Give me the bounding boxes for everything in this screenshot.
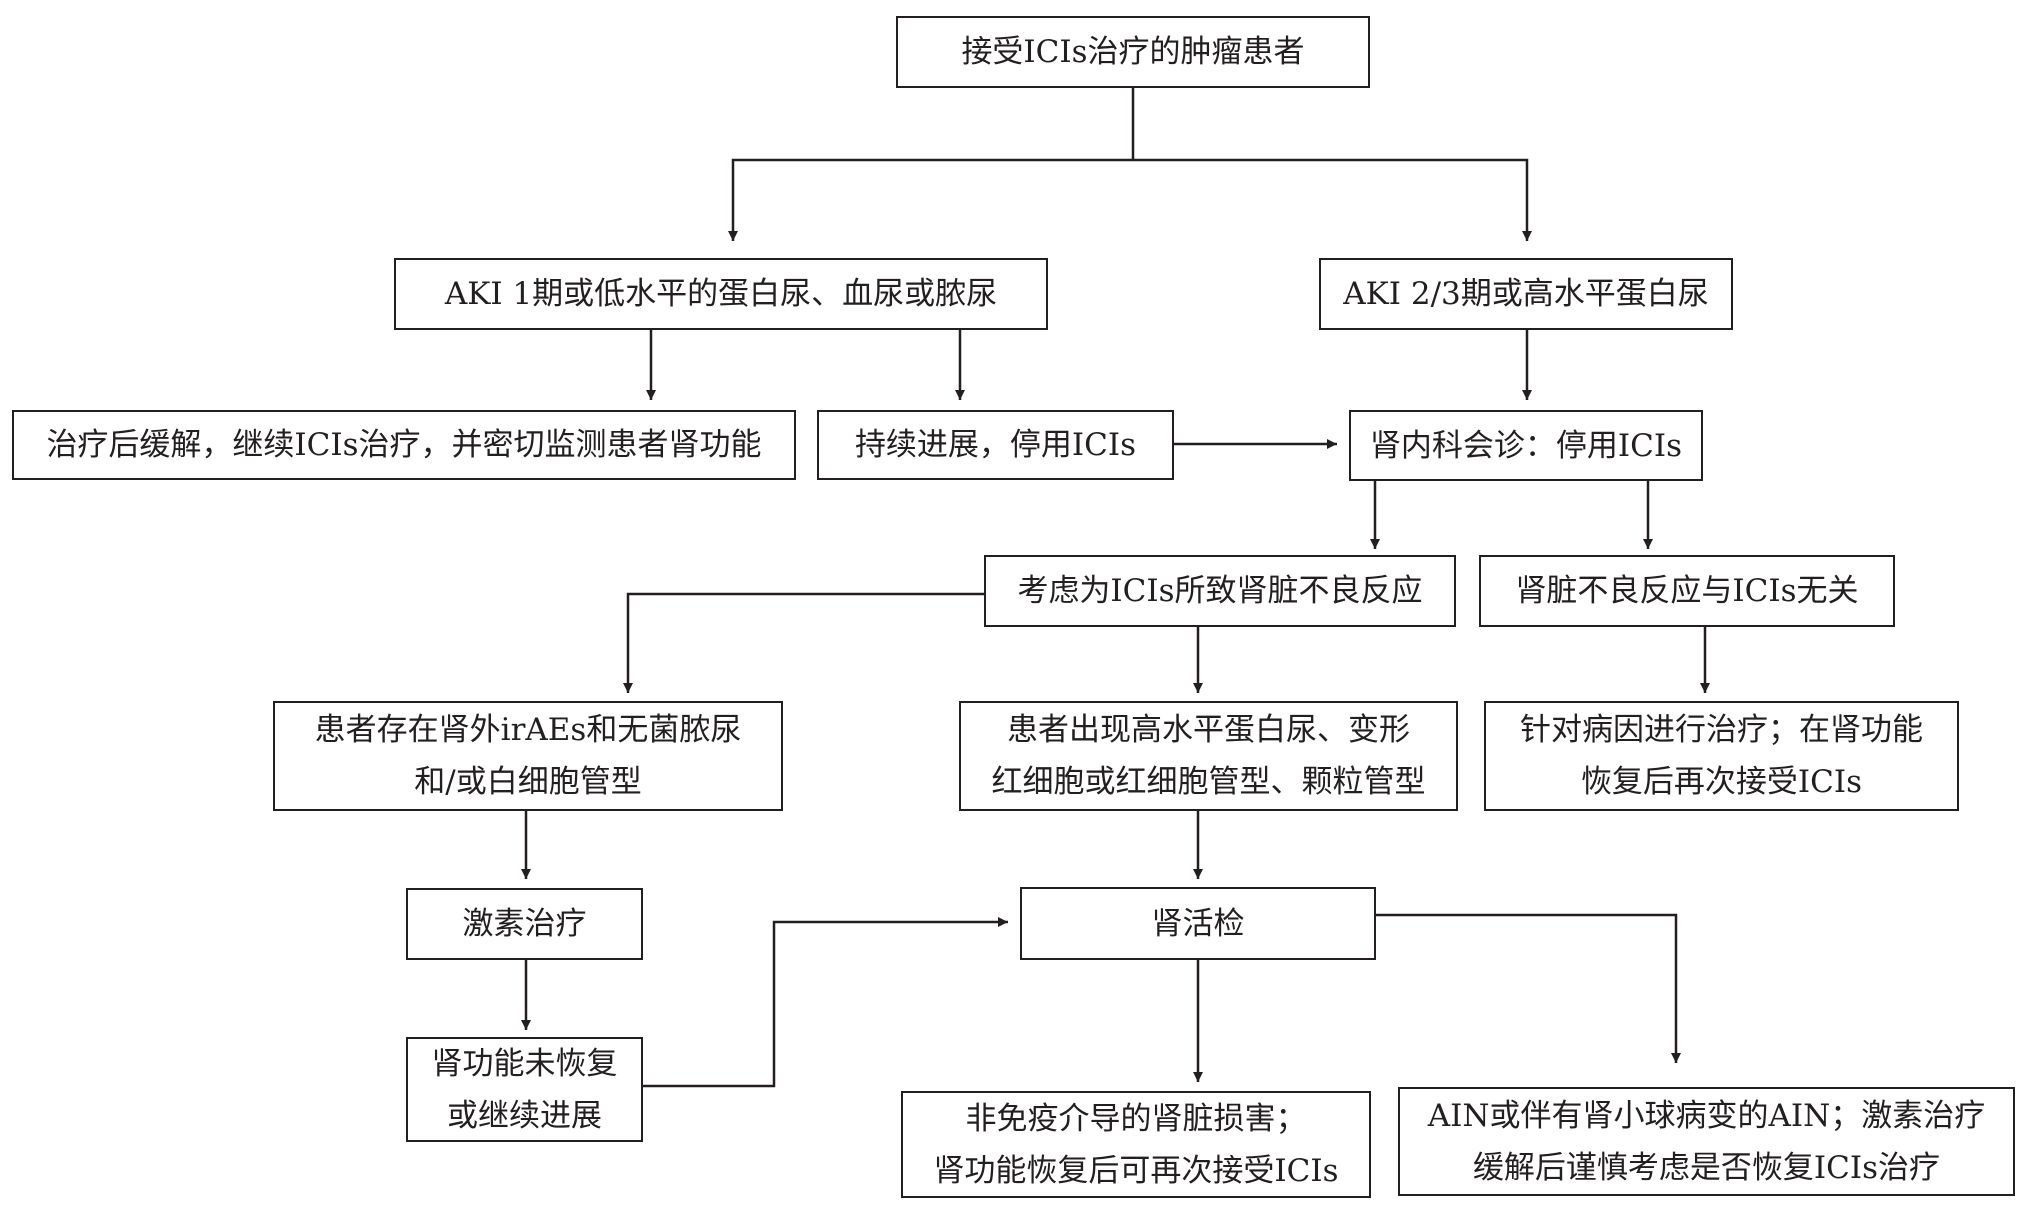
node-not-recovered-line2: 或继续进展 — [447, 1097, 602, 1134]
node-start-text: 接受ICIs治疗的肿瘤患者 — [961, 34, 1305, 70]
node-high-proteinuria-line1: 患者出现高水平蛋白尿、变形 — [1007, 712, 1410, 748]
node-aki-stage23-text: AKI 2/3期或高水平蛋白尿 — [1343, 276, 1709, 312]
node-treat-cause: 针对病因进行治疗；在肾功能 恢复后再次接受ICIs — [1484, 701, 1959, 811]
node-remission-text: 治疗后缓解，继续ICIs治疗，并密切监测患者肾功能 — [46, 427, 762, 463]
edge-notrecovered-to-biopsy — [643, 917, 1008, 1088]
node-aki-stage1-text: AKI 1期或低水平的蛋白尿、血尿或脓尿 — [444, 276, 998, 312]
node-start: 接受ICIs治疗的肿瘤患者 — [896, 16, 1370, 88]
node-ain-line1: AIN或伴有肾小球病变的AIN；激素治疗 — [1427, 1097, 1986, 1134]
node-non-immune-damage-line1: 非免疫介导的肾脏损害； — [965, 1100, 1307, 1137]
node-ain-line2: 缓解后谨慎考虑是否恢复ICIs治疗 — [1472, 1149, 1941, 1186]
node-extrarenal-iraes: 患者存在肾外irAEs和无菌脓尿 和/或白细胞管型 — [273, 701, 783, 811]
node-nephrology-consult-text: 肾内科会诊：停用ICIs — [1369, 427, 1683, 464]
node-nephrology-consult: 肾内科会诊：停用ICIs — [1349, 410, 1703, 481]
node-remission: 治疗后缓解，继续ICIs治疗，并密切监测患者肾功能 — [12, 410, 796, 480]
edge-start-to-aki23 — [1133, 158, 1532, 241]
node-ici-related-text: 考虑为ICIs所致肾脏不良反应 — [1017, 573, 1423, 609]
edge-biopsy-to-ain — [1376, 913, 1681, 1063]
node-ici-unrelated: 肾脏不良反应与ICIs无关 — [1479, 555, 1895, 627]
node-renal-biopsy-text: 肾活检 — [1151, 905, 1245, 942]
node-high-proteinuria-line2: 红细胞或红细胞管型、颗粒管型 — [991, 764, 1426, 800]
node-steroid-therapy-text: 激素治疗 — [462, 906, 587, 942]
node-progress-stop: 持续进展，停用ICIs — [817, 410, 1174, 480]
node-not-recovered-line1: 肾功能未恢复 — [431, 1045, 618, 1082]
node-ain: AIN或伴有肾小球病变的AIN；激素治疗 缓解后谨慎考虑是否恢复ICIs治疗 — [1398, 1087, 2015, 1196]
node-non-immune-damage-line2: 肾功能恢复后可再次接受ICIs — [933, 1152, 1339, 1189]
node-extrarenal-iraes-line2: 和/或白细胞管型 — [414, 764, 642, 800]
node-progress-stop-text: 持续进展，停用ICIs — [854, 427, 1137, 463]
node-treat-cause-line1: 针对病因进行治疗；在肾功能 — [1520, 712, 1923, 748]
node-not-recovered: 肾功能未恢复 或继续进展 — [406, 1037, 643, 1142]
node-treat-cause-line2: 恢复后再次接受ICIs — [1580, 764, 1863, 800]
edge-related-to-extrarenal — [623, 592, 984, 693]
node-aki-stage1: AKI 1期或低水平的蛋白尿、血尿或脓尿 — [394, 258, 1048, 330]
node-steroid-therapy: 激素治疗 — [406, 888, 643, 960]
node-aki-stage23: AKI 2/3期或高水平蛋白尿 — [1319, 258, 1733, 330]
node-ici-unrelated-text: 肾脏不良反应与ICIs无关 — [1515, 573, 1859, 609]
edge-start-to-aki1 — [728, 158, 1133, 241]
node-ici-related: 考虑为ICIs所致肾脏不良反应 — [984, 555, 1456, 627]
node-high-proteinuria: 患者出现高水平蛋白尿、变形 红细胞或红细胞管型、颗粒管型 — [959, 701, 1458, 811]
node-renal-biopsy: 肾活检 — [1020, 887, 1376, 960]
node-extrarenal-iraes-line1: 患者存在肾外irAEs和无菌脓尿 — [314, 712, 742, 748]
node-non-immune-damage: 非免疫介导的肾脏损害； 肾功能恢复后可再次接受ICIs — [901, 1091, 1371, 1198]
